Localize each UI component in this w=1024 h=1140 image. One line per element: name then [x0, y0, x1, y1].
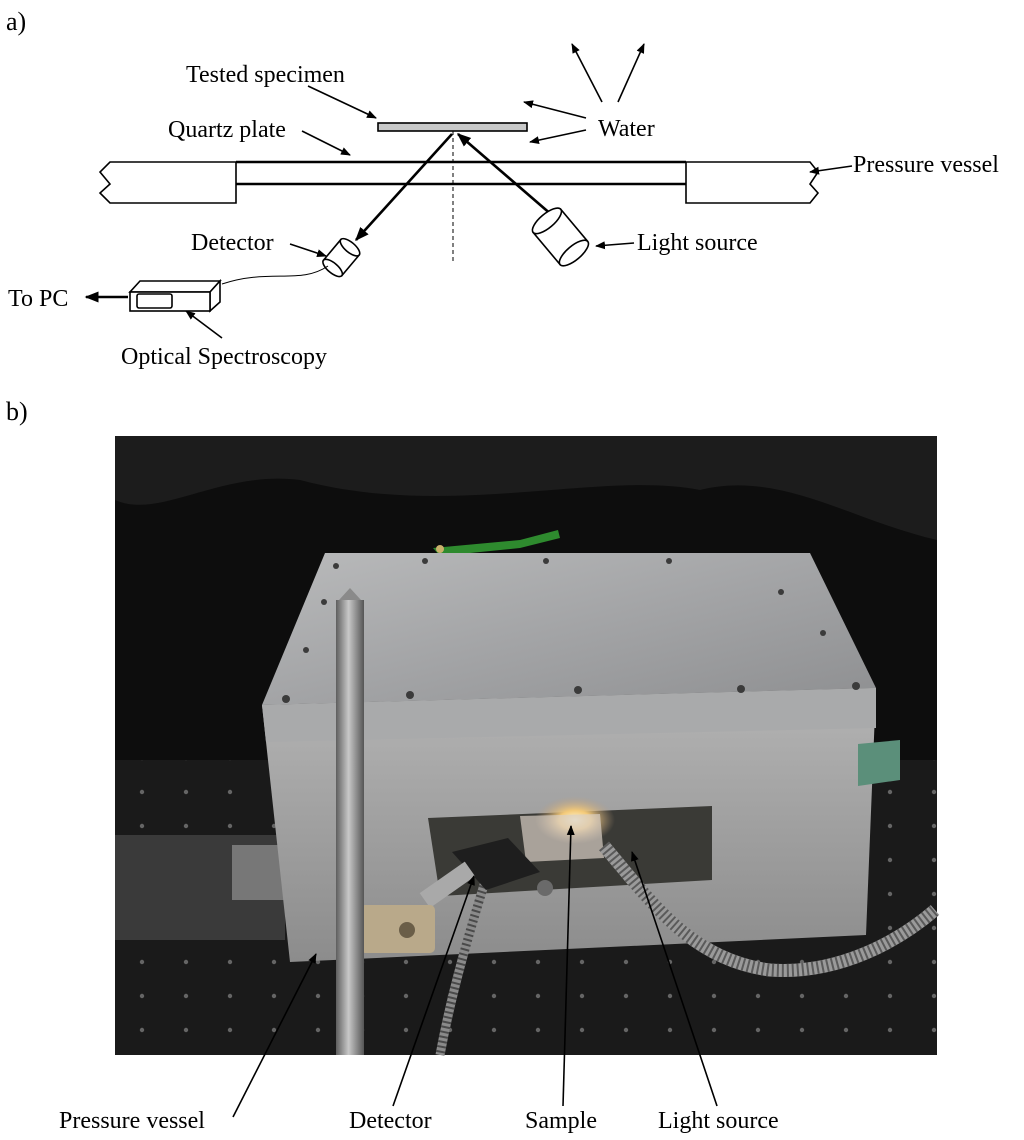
water-arrow-up-left — [571, 43, 603, 103]
detector-leader — [289, 243, 327, 257]
label-optical-spectroscopy: Optical Spectroscopy — [121, 344, 327, 370]
label-light-source-a: Light source — [637, 230, 758, 256]
apparatus-photo — [115, 436, 940, 1056]
water-arrow-left — [523, 100, 587, 119]
incident-beam — [456, 133, 561, 223]
panel-b-tag: b) — [6, 397, 28, 426]
quartz-plate-leader — [301, 130, 351, 156]
label-light-source-b: Light source — [658, 1108, 779, 1134]
vertical-post — [336, 600, 364, 1055]
label-water: Water — [598, 116, 655, 142]
spectroscopy-box — [128, 278, 222, 313]
label-pressure-vessel-a: Pressure vessel — [853, 152, 999, 178]
tested-specimen — [377, 122, 528, 132]
post-clamp — [360, 905, 435, 953]
light-source-cable — [599, 841, 940, 977]
optical-spectroscopy-leader — [185, 310, 223, 339]
label-tested-specimen: Tested specimen — [186, 62, 345, 88]
label-quartz-plate: Quartz plate — [168, 117, 286, 143]
label-pressure-vessel-b: Pressure vessel — [59, 1108, 205, 1134]
schematic-diagram — [84, 43, 853, 339]
light-source-leader — [595, 241, 635, 250]
detector-body — [419, 838, 553, 908]
fiber-cable — [221, 265, 329, 285]
label-sample: Sample — [525, 1108, 597, 1134]
label-to-pc: To PC — [8, 286, 68, 312]
pressure-vessel-left — [98, 161, 237, 204]
label-detector-b: Detector — [349, 1108, 432, 1134]
tested-specimen-leader — [307, 85, 377, 119]
label-detector-a: Detector — [191, 230, 274, 256]
panel-a-tag: a) — [6, 7, 26, 36]
detector-device — [322, 237, 361, 278]
water-arrow-up-right — [617, 43, 645, 103]
light-source-device — [531, 207, 590, 267]
water-arrow-to-specimen — [529, 129, 587, 145]
vessel-lid — [262, 553, 876, 705]
panel-b-leaders — [232, 825, 718, 1118]
pressure-vessel-leader — [809, 165, 853, 175]
pressure-vessel-right — [685, 161, 820, 204]
reflected-beam — [355, 133, 453, 242]
